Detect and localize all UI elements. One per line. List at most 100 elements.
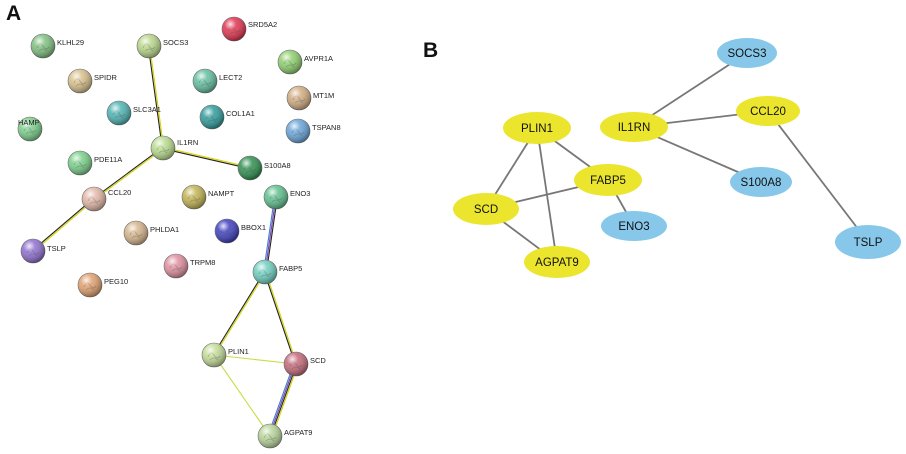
node-srd5a2[interactable]: SRD5A2 [221,16,277,42]
node-gloss [78,273,102,297]
node-gloss [151,136,175,160]
panel-b-letter: B [423,39,438,62]
node-ellipse [600,112,668,142]
edge-strand [212,271,265,355]
node-label: HAMP [18,118,40,127]
node-label: SRD5A2 [248,20,277,29]
node-ccl20[interactable]: CCL20 [736,96,800,126]
edge-strand [265,271,298,364]
node-scd[interactable]: SCD [283,351,326,377]
node-il1rn[interactable]: IL1RN [150,135,198,161]
node-label: CCL20 [750,106,786,118]
edge-strand [271,364,299,437]
node-label: TSLP [47,244,66,253]
node-gloss [238,156,262,180]
node-gloss [68,151,92,175]
node-s100a8[interactable]: S100A8 [237,155,291,181]
node-mt1m[interactable]: MT1M [286,85,334,111]
node-socs3[interactable]: SOCS3 [136,33,188,59]
node-gloss [253,260,277,284]
edge-ccl20-tslp [767,110,869,243]
node-plin1[interactable]: PLIN1 [503,112,571,144]
edge-strand [264,196,277,273]
panel-b-edges [485,52,869,263]
node-label: PLIN1 [228,347,249,356]
node-label: IL1RN [177,138,198,147]
node-label: SLC3A1 [133,105,161,114]
node-tspan8[interactable]: TSPAN8 [285,118,341,144]
node-label: PHLDA1 [150,225,179,234]
edge-strand [162,148,250,170]
node-gloss [68,69,92,93]
node-gloss [18,117,42,141]
node-ellipse [730,167,792,197]
node-fabp5[interactable]: FABP5 [252,259,302,285]
node-agpat9[interactable]: AGPAT9 [524,246,590,278]
node-ellipse [835,225,901,259]
node-tslp[interactable]: TSLP [835,225,901,259]
node-gloss [278,50,302,74]
node-label: PDE11A [94,155,122,164]
node-label: AVPR1A [304,54,333,63]
node-slc3a1[interactable]: SLC3A1 [106,100,161,126]
panel-a-edges [32,45,299,437]
node-label: AGPAT9 [284,428,312,437]
edge-strand [267,363,295,436]
node-scd[interactable]: SCD [453,193,519,225]
node-eno3[interactable]: ENO3 [601,211,667,241]
node-label: ENO3 [618,221,649,233]
node-gloss [193,69,217,93]
node-gloss [222,17,246,41]
node-gloss [287,86,311,110]
node-label: TRPM8 [190,258,215,267]
node-s100a8[interactable]: S100A8 [730,167,792,197]
node-agpat9[interactable]: AGPAT9 [257,423,312,449]
node-peg10[interactable]: PEG10 [77,272,128,298]
node-ellipse [717,38,777,68]
node-avpr1a[interactable]: AVPR1A [277,49,333,75]
node-gloss [284,352,308,376]
edge-strand [149,45,165,148]
edge-strand [147,46,163,149]
edge-strand [33,199,95,252]
node-label: S100A8 [264,161,291,170]
node-spidr[interactable]: SPIDR [67,68,118,94]
node-gloss [286,119,310,143]
node-col1a1[interactable]: COL1A1 [199,104,255,130]
node-il1rn[interactable]: IL1RN [600,112,668,142]
edge-il1rn-s100a8 [162,146,251,170]
edge-plin1-agpat9 [213,354,271,437]
node-klhl29[interactable]: KLHL29 [30,33,84,59]
node-plin1[interactable]: PLIN1 [201,342,249,368]
node-ellipse [524,246,590,278]
node-lect2[interactable]: LECT2 [192,68,242,94]
node-tslp[interactable]: TSLP [20,238,66,264]
node-phlda1[interactable]: PHLDA1 [123,220,179,246]
node-label: SCD [310,356,326,365]
edge-fabp5-scd [263,271,298,365]
node-ccl20[interactable]: CCL20 [81,186,131,212]
node-pde11a[interactable]: PDE11A [67,150,122,176]
edge-strand [94,148,164,201]
node-bbox1[interactable]: BBOX1 [214,218,266,244]
edge-strand [265,197,278,273]
node-gloss [215,219,239,243]
node-fabp5[interactable]: FABP5 [574,164,642,196]
node-hamp[interactable]: HAMP [17,116,43,142]
node-gloss [82,187,106,211]
node-socs3[interactable]: SOCS3 [717,38,777,68]
node-label: ENO3 [290,189,310,198]
node-eno3[interactable]: ENO3 [263,184,310,210]
node-label: IL1RN [618,122,651,134]
node-label: TSPAN8 [312,123,341,132]
node-nampt[interactable]: NAMPT [181,184,235,210]
node-trpm8[interactable]: TRPM8 [163,253,215,279]
edge-strand [213,354,271,437]
edge-strand [163,146,251,168]
edge-strand [214,272,267,356]
node-label: S100A8 [741,177,782,189]
edge-strand [93,146,163,199]
